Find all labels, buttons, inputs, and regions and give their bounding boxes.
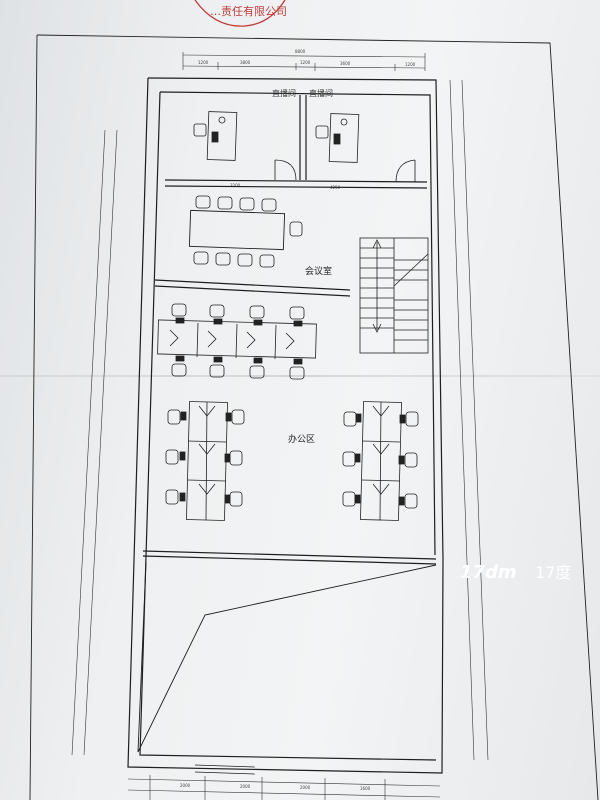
chair-icon (315, 125, 329, 139)
svg-text:2000: 2000 (180, 783, 191, 788)
office-area-label: 办公区 (288, 433, 315, 445)
svg-text:3600: 3600 (340, 61, 351, 66)
staircase (359, 237, 429, 354)
chair-icon (193, 123, 207, 137)
dimension-numbers: 8800 1200 3800 1200 3600 1200 3200 4250 … (180, 49, 416, 791)
workstation-cluster-top (157, 303, 317, 380)
svg-text:8800: 8800 (295, 49, 306, 54)
meeting-room-label: 会议室 (305, 265, 332, 277)
doors (194, 159, 416, 775)
svg-text:2000: 2000 (300, 785, 311, 790)
sheet-border-top-right (36, 34, 599, 800)
svg-text:1200: 1200 (405, 62, 416, 67)
company-stamp-arc (194, 0, 286, 27)
sheet-border-left (29, 34, 38, 800)
svg-text:1600: 1600 (360, 786, 371, 791)
svg-text:3200: 3200 (230, 183, 241, 188)
svg-text:3800: 3800 (240, 60, 251, 65)
workstation-cluster-right (342, 401, 419, 521)
watermark-brand-cn: 17度 (535, 563, 571, 582)
broadcast-room-1-label: 直播间 (272, 88, 296, 98)
dimension-lines (71, 52, 489, 800)
svg-text:2000: 2000 (240, 784, 251, 789)
meeting-chairs (193, 195, 303, 268)
meeting-table (188, 209, 286, 251)
workstation-cluster-left (165, 401, 245, 521)
lower-open-area (137, 561, 437, 753)
company-stamp-text: …责任有限公司 (210, 4, 287, 18)
svg-text:1200: 1200 (198, 60, 209, 65)
broadcast-room-2-label: 直播间 (309, 88, 333, 98)
broadcast-room-1 (193, 111, 238, 161)
broadcast-room-2 (315, 113, 360, 163)
watermark-brand: 17dm (460, 562, 517, 583)
svg-text:1200: 1200 (300, 60, 311, 65)
building-walls (127, 77, 444, 774)
